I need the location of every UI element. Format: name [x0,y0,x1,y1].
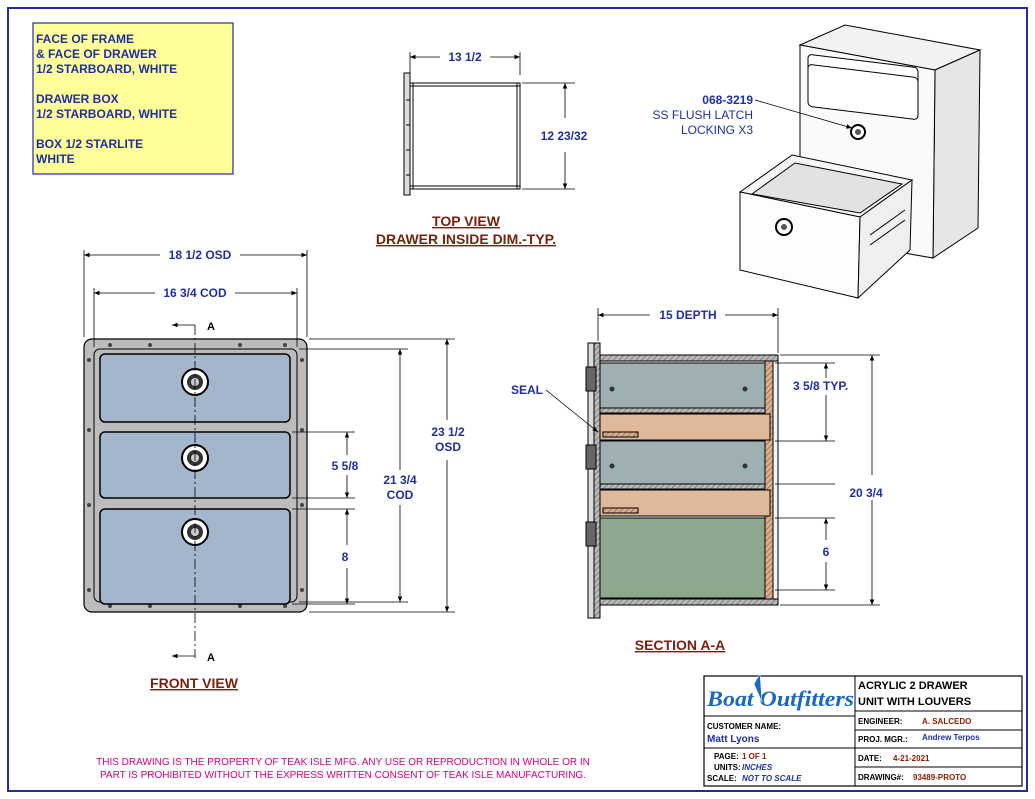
section-view: SEAL 15 DEPTH 3 5/8 TYP. 6 20 3/4 SECTIO… [511,308,883,653]
top-view-subtitle: DRAWER INSIDE DIM.-TYP. [376,231,556,247]
latch-description: SS FLUSH LATCH [653,108,753,122]
customer-value: Matt Lyons [707,734,760,745]
scale-value: NOT TO SCALE [742,774,802,783]
top-width-dim: 13 1/2 [448,50,482,64]
note-line: FACE OF FRAME [36,32,134,46]
note-line: 1/2 STARBOARD, WHITE [36,107,177,121]
svg-text:Boat Outfitters: Boat Outfitters [706,686,854,711]
title-line-2: UNIT WITH LOUVERS [858,696,971,708]
title-line-1: ACRYLIC 2 DRAWER [858,680,968,692]
latch-quantity: LOCKING X3 [681,123,753,137]
top-view: 13 1/2 12 23/32 TOP VIEW DRAWER INSIDE D… [376,50,588,247]
section-depth: 15 DEPTH [659,308,716,322]
boat-outfitters-logo: Boat Outfitters [706,673,854,711]
front-view-title: FRONT VIEW [150,675,239,691]
section-view-title: SECTION A-A [635,637,725,653]
note-line: 1/2 STARBOARD, WHITE [36,62,177,76]
section-marker-bottom: A [207,652,215,664]
front-overall-height: 23 1/2 [431,425,465,439]
latch-part-number: 068-3219 [702,93,753,107]
top-depth-dim: 12 23/32 [541,129,588,143]
note-line: DRAWER BOX [36,92,119,106]
units-label: UNITS: [714,763,741,772]
seal-label: SEAL [511,383,543,397]
sheet-border [7,7,1028,792]
pm-label: PROJ. MGR.: [858,735,908,744]
drawing-label: DRAWING#: [858,773,904,782]
front-cutout-width: 16 3/4 COD [163,286,227,300]
units-value: INCHES [742,763,773,772]
front-cutout-height-sub: COD [387,488,414,502]
front-drawer-height-3: 8 [342,550,349,564]
date-label: DATE: [858,754,882,763]
section-drawer-typ: 3 5/8 TYP. [793,379,848,393]
note-line: BOX 1/2 STARLITE [36,137,143,151]
title-block: Boat Outfitters ACRYLIC 2 DRAWER UNIT WI… [703,673,1023,787]
engineer-value: A. SALCEDO [922,717,971,726]
scale-label: SCALE: [707,774,737,783]
page-label: PAGE: [714,752,739,761]
front-overall-width: 18 1/2 OSD [169,248,232,262]
legal-line-2: PART IS PROHIBITED WITHOUT THE EXPRESS W… [100,770,586,781]
isometric-view: 068-3219 SS FLUSH LATCH LOCKING X3 [653,24,982,300]
notes-box: FACE OF FRAME & FACE OF DRAWER 1/2 STARB… [32,22,234,175]
page-value: 1 OF 1 [742,752,767,761]
customer-label: CUSTOMER NAME: [707,722,781,731]
front-view: A A 18 1/2 OSD 16 3/4 COD 23 1/2 OSD 21 … [83,248,465,691]
drawing-value: 93489-PROTO [913,773,966,782]
section-overall-height: 20 3/4 [849,486,883,500]
date-value: 4-21-2021 [893,754,930,763]
note-line: & FACE OF DRAWER [36,47,157,61]
legal-line-1: THIS DRAWING IS THE PROPERTY OF TEAK ISL… [96,757,590,768]
front-cutout-height: 21 3/4 [383,473,417,487]
top-view-title: TOP VIEW [432,213,501,229]
section-bottom-drawer: 6 [823,545,830,559]
section-marker-top: A [207,321,215,333]
front-drawer-height-1: 5 5/8 [332,459,359,473]
pm-value: Andrew Terpos [922,733,980,742]
front-overall-height-sub: OSD [435,440,461,454]
engineer-label: ENGINEER: [858,717,902,726]
note-line: WHITE [36,152,75,166]
